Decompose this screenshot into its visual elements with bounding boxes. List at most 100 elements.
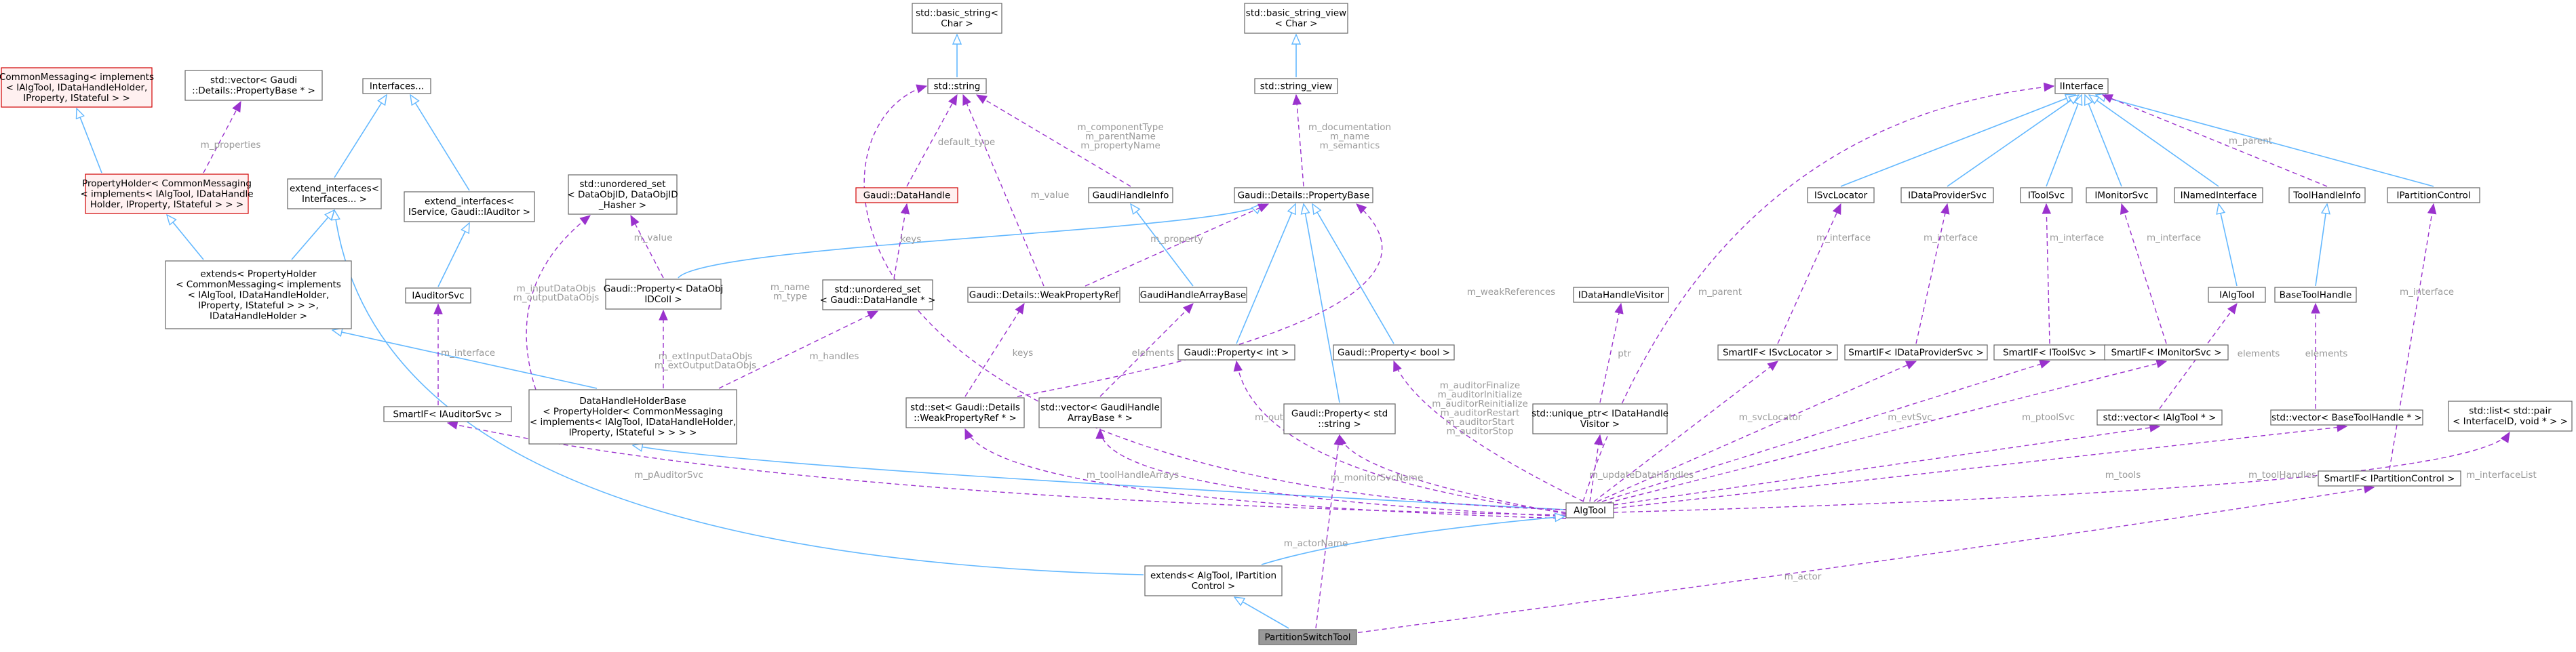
node-std-string[interactable]: std::string — [927, 78, 987, 94]
node-box — [1807, 187, 1875, 203]
node-weakpropertyref[interactable]: Gaudi::Details::WeakPropertyRef — [967, 287, 1120, 303]
node-vector-propertybase[interactable]: std::vector< Gaudi::Details::PropertyBas… — [184, 70, 323, 101]
node-set-weakpropertyref[interactable]: std::set< Gaudi::Details::WeakPropertyRe… — [905, 397, 1025, 428]
node-label: AlgTool — [1574, 505, 1606, 516]
node-label: std::basic_string<Char > — [916, 8, 998, 30]
node-box — [2174, 187, 2263, 203]
edge-extends_propertyholder-to-propertyholder — [167, 215, 204, 260]
node-box — [1573, 287, 1669, 303]
node-label: IDataHandleVisitor — [1578, 289, 1664, 300]
node-box — [2208, 287, 2266, 303]
node-extends-propertyholder[interactable]: extends< PropertyHolder< CommonMessaging… — [165, 260, 352, 329]
node-box — [1234, 187, 1373, 203]
node-itoolsvc[interactable]: IToolSvc — [2020, 187, 2073, 203]
edge-label-actor: m_actor — [1784, 571, 1822, 582]
edge-label-properties: m_properties — [201, 140, 261, 150]
node-smartif-iauditorsvc[interactable]: SmartIF< IAuditorSvc > — [383, 406, 512, 422]
node-propertyholder[interactable]: PropertyHolder< CommonMessaging< impleme… — [80, 174, 254, 214]
node-box — [2020, 187, 2073, 203]
edge-label-keys-datahandle: keys — [901, 234, 922, 245]
node-basic-string-view[interactable]: std::basic_string_view< Char > — [1244, 3, 1348, 34]
node-idatahandlevisitor[interactable]: IDataHandleVisitor — [1573, 287, 1669, 303]
node-label: DataHandleHolderBase< PropertyHolder< Co… — [530, 396, 736, 439]
node-iinterface[interactable]: IInterface — [2054, 78, 2109, 94]
node-property-bool[interactable]: Gaudi::Property< bool > — [1333, 344, 1455, 361]
node-box — [1254, 78, 1338, 94]
node-imonitorsvc[interactable]: IMonitorSvc — [2086, 187, 2158, 203]
edge-extends_propertyholder-to-extend_interfaces — [291, 210, 334, 260]
edge-label-value-string: m_value — [1031, 190, 1070, 201]
node-smartif-itoolsvc[interactable]: SmartIF< IToolSvc > — [1993, 344, 2106, 361]
node-box — [1258, 629, 1357, 645]
node-label: Gaudi::Property< int > — [1184, 347, 1289, 358]
edge-unique_ptr-to-idatahandlevisitor — [1599, 304, 1621, 403]
node-list-pair[interactable]: std::list< std::pair< InterfaceID, void … — [2448, 401, 2573, 432]
node-partitionswitchtool[interactable]: PartitionSwitchTool — [1258, 629, 1357, 645]
node-ialgtool[interactable]: IAlgTool — [2208, 287, 2266, 303]
node-unordered-set-dataobjid[interactable]: std::unordered_set< DataObjID, DataObjID… — [567, 174, 678, 215]
node-interfaces[interactable]: Interfaces... — [362, 78, 431, 94]
node-gaudihandleinfo[interactable]: GaudiHandleInfo — [1088, 187, 1173, 203]
node-label: ISvcLocator — [1814, 190, 1868, 201]
node-label: Gaudi::DataHandle — [863, 190, 951, 201]
node-idataprovidersvc[interactable]: IDataProviderSvc — [1900, 187, 1994, 203]
edge-gaudihandleinfo-to-std_string — [977, 95, 1131, 187]
node-label: SmartIF< ISvcLocator > — [1723, 347, 1833, 358]
node-extend-interfaces-iservice[interactable]: extend_interfaces<IService, Gaudi::IAudi… — [404, 191, 535, 222]
node-extend-interfaces[interactable]: extend_interfaces<Interfaces... > — [287, 178, 382, 209]
node-datahandleholderbase[interactable]: DataHandleHolderBase< PropertyHolder< Co… — [528, 389, 737, 445]
node-basetoolhandle[interactable]: BaseToolHandle — [2274, 287, 2357, 303]
node-property-int[interactable]: Gaudi::Property< int > — [1177, 344, 1295, 361]
edge-common_messaging-to-propertyholder — [77, 108, 102, 174]
node-box — [2387, 187, 2480, 203]
node-unordered-set-datahandle[interactable]: std::unordered_set< Gaudi::DataHandle * … — [820, 279, 936, 310]
node-string-view[interactable]: std::string_view — [1254, 78, 1338, 94]
node-isvclocator[interactable]: ISvcLocator — [1807, 187, 1875, 203]
node-algtool[interactable]: AlgTool — [1565, 502, 1614, 518]
node-smartif-idataprovidersvc[interactable]: SmartIF< IDataProviderSvc > — [1844, 344, 1988, 361]
node-vector-ialgtool[interactable]: std::vector< IAlgTool * > — [2096, 409, 2223, 426]
node-inamedinterface[interactable]: INamedInterface — [2174, 187, 2263, 203]
node-label: std::unordered_set< DataObjID, DataObjID… — [567, 179, 678, 211]
node-vector-basetoolhandle[interactable]: std::vector< BaseToolHandle * > — [2270, 409, 2423, 426]
node-common-messaging[interactable]: CommonMessaging< implements< IAlgTool, I… — [0, 67, 154, 108]
node-propertybase[interactable]: Gaudi::Details::PropertyBase — [1234, 187, 1373, 203]
node-smartif-isvclocator[interactable]: SmartIF< ISvcLocator > — [1717, 344, 1838, 361]
node-gaudi-datahandle[interactable]: Gaudi::DataHandle — [855, 187, 958, 203]
node-box — [822, 279, 933, 310]
node-label: IAuditorSvc — [412, 290, 464, 301]
node-label: std::vector< BaseToolHandle * > — [2271, 412, 2422, 423]
node-label: IAlgTool — [2219, 289, 2255, 300]
edge-partitionswitchtool-to-extends_algtool — [1234, 597, 1289, 629]
node-label: ToolHandleInfo — [2292, 190, 2360, 201]
node-iauditorsvc[interactable]: IAuditorSvc — [405, 287, 471, 304]
edge-smartif_imonitorsvc-to-imonitorsvc — [2122, 204, 2167, 344]
node-ipartitioncontrol[interactable]: IPartitionControl — [2387, 187, 2480, 203]
edge-unordered_set_datahandle-to-gaudi_datahandle — [893, 204, 907, 279]
edge-label-pauditor-svc: m_pAuditorSvc — [634, 470, 703, 481]
node-smartif-ipartitioncontrol[interactable]: SmartIF< IPartitionControl > — [2318, 470, 2461, 487]
node-box — [405, 287, 471, 304]
node-label: std::set< Gaudi::Details::WeakPropertyRe… — [910, 403, 1020, 424]
edge-inamedinterface-to-iinterface — [2089, 95, 2219, 187]
node-label: std::string_view — [1260, 81, 1333, 91]
node-box — [568, 174, 678, 215]
node-box — [1532, 403, 1668, 434]
node-basic-string[interactable]: std::basic_string<Char > — [912, 3, 1002, 34]
node-gaudihandlearraybase[interactable]: GaudiHandleArrayBase — [1139, 287, 1247, 303]
edge-label-actor-name: m_actorName — [1284, 538, 1348, 549]
node-smartif-imonitorsvc[interactable]: SmartIF< IMonitorSvc > — [2104, 344, 2229, 361]
edge-algtool-to-property_bool — [1394, 361, 1584, 502]
node-property-string[interactable]: Gaudi::Property< std::string > — [1283, 403, 1396, 434]
edge-algtool-to-vector_gaudihandlearraybase — [1100, 429, 1567, 517]
edge-set_weakpropertyref-to-weakpropertyref — [964, 304, 1024, 397]
node-toolhandleinfo[interactable]: ToolHandleInfo — [2288, 187, 2366, 203]
